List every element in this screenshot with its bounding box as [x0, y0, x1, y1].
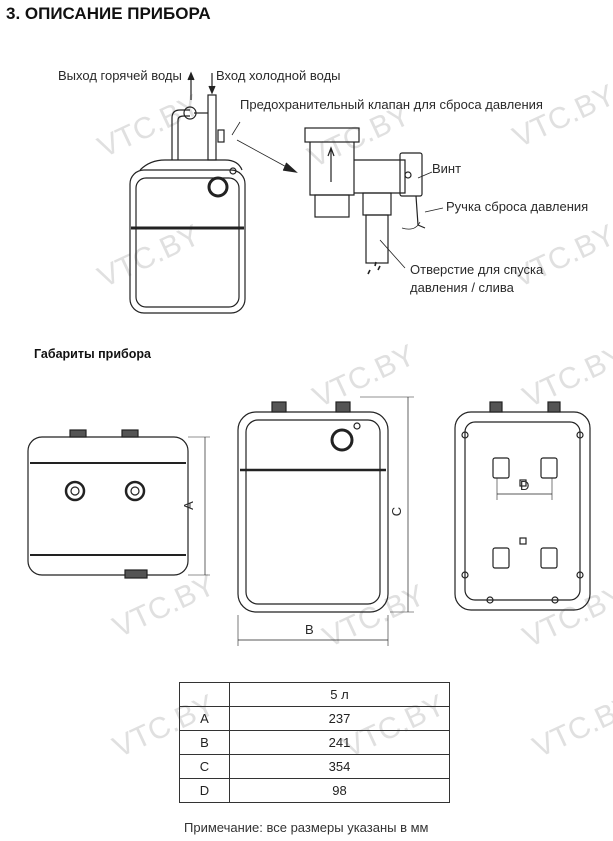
label-hot-water-outlet: Выход горячей воды	[58, 68, 182, 83]
table-cell: 5 л	[229, 682, 450, 707]
safety-valve-drawing	[304, 127, 444, 275]
side-view-drawing	[237, 396, 414, 646]
label-cold-water-inlet: Вход холодной воды	[216, 68, 341, 83]
table-cell: D	[179, 778, 230, 803]
label-release-handle: Ручка сброса давления	[446, 199, 589, 214]
table-cell: C	[179, 754, 230, 779]
front-view-drawing	[27, 429, 210, 579]
dim-label-c: C	[389, 506, 405, 517]
table-cell: 354	[229, 754, 450, 779]
dim-label-b: B	[305, 622, 314, 637]
label-drain-hole-1: Отверстие для спуска	[410, 262, 544, 277]
units-note: Примечание: все размеры указаны в мм	[184, 820, 429, 835]
back-view-drawing	[454, 401, 591, 611]
table-cell	[179, 682, 230, 707]
table-cell: 98	[229, 778, 450, 803]
table-cell: 241	[229, 730, 450, 755]
section-title: 3. ОПИСАНИЕ ПРИБОРА	[6, 4, 211, 23]
table-cell: A	[179, 706, 230, 731]
table-cell: 237	[229, 706, 450, 731]
label-screw: Винт	[432, 161, 462, 176]
heater-drawing	[129, 71, 298, 314]
table-cell: B	[179, 730, 230, 755]
dim-label-a: A	[180, 501, 196, 510]
label-safety-valve: Предохранительный клапан для сброса давл…	[240, 97, 543, 112]
dimensions-title: Габариты прибора	[34, 347, 151, 361]
dim-label-d: D	[520, 478, 530, 493]
label-drain-hole-2: давления / слива	[410, 280, 514, 295]
table-header-row: 5 л	[179, 682, 450, 707]
